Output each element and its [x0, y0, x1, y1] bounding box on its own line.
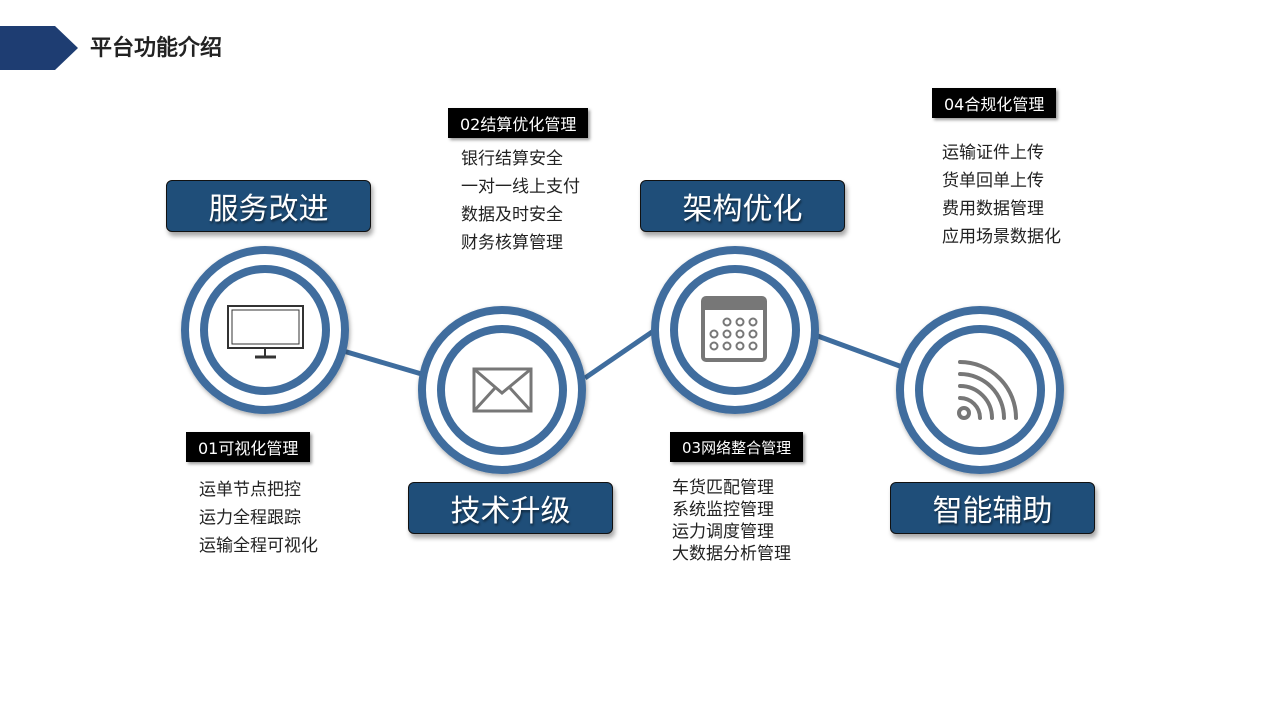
list-item: 费用数据管理 — [942, 199, 1044, 219]
connector-lines — [339, 327, 906, 381]
calendar-day-dot — [748, 341, 758, 351]
label-architecture: 架构优化 — [640, 180, 845, 232]
list-item: 一对一线上支付 — [461, 177, 580, 197]
calendar-icon — [701, 296, 767, 362]
calendar-day-dot — [735, 317, 745, 327]
label-smart-assist: 智能辅助 — [890, 482, 1095, 534]
list-item: 系统监控管理 — [672, 500, 774, 520]
calendar-day-dot — [722, 341, 732, 351]
envelope-icon — [472, 367, 533, 413]
label-tech-upgrade: 技术升级 — [408, 482, 613, 534]
section-list-02: 银行结算安全 一对一线上支付 数据及时安全 财务核算管理 — [461, 145, 580, 257]
ring-1 — [181, 246, 349, 414]
list-item: 应用场景数据化 — [942, 227, 1061, 247]
list-item: 大数据分析管理 — [672, 544, 791, 564]
ring-4 — [896, 306, 1064, 474]
list-item: 运输全程可视化 — [199, 536, 318, 556]
section-tag-01: 01可视化管理 — [186, 432, 311, 462]
calendar-day-dot — [748, 317, 758, 327]
calendar-day-dot — [722, 317, 732, 327]
signal-icon — [957, 360, 1018, 420]
section-list-04: 运输证件上传 货单回单上传 费用数据管理 应用场景数据化 — [942, 139, 1061, 251]
section-list-03: 车货匹配管理 系统监控管理 运力调度管理 大数据分析管理 — [672, 477, 791, 565]
list-item: 运力调度管理 — [672, 522, 774, 542]
list-item: 运力全程跟踪 — [199, 508, 301, 528]
calendar-day-dot — [709, 329, 719, 339]
monitor-icon — [227, 305, 304, 359]
section-list-01: 运单节点把控 运力全程跟踪 运输全程可视化 — [199, 476, 318, 560]
section-tag-03: 03网络整合管理 — [670, 432, 804, 462]
ring-2 — [418, 306, 586, 474]
calendar-day-dot — [709, 341, 719, 351]
list-item: 运单节点把控 — [199, 480, 301, 500]
section-tag-02: 02结算优化管理 — [448, 108, 589, 138]
calendar-day-dot — [735, 329, 745, 339]
calendar-day-dot — [735, 341, 745, 351]
list-item: 货单回单上传 — [942, 171, 1044, 191]
calendar-day-dot — [748, 329, 758, 339]
label-service-improvement: 服务改进 — [166, 180, 371, 232]
list-item: 财务核算管理 — [461, 233, 563, 253]
list-item: 车货匹配管理 — [672, 478, 774, 498]
page-title: 平台功能介绍 — [90, 36, 223, 61]
list-item: 运输证件上传 — [942, 143, 1044, 163]
section-tag-04: 04合规化管理 — [932, 88, 1057, 118]
list-item: 银行结算安全 — [461, 149, 563, 169]
ring-3 — [651, 246, 819, 414]
list-item: 数据及时安全 — [461, 205, 563, 225]
calendar-day-dot — [722, 329, 732, 339]
